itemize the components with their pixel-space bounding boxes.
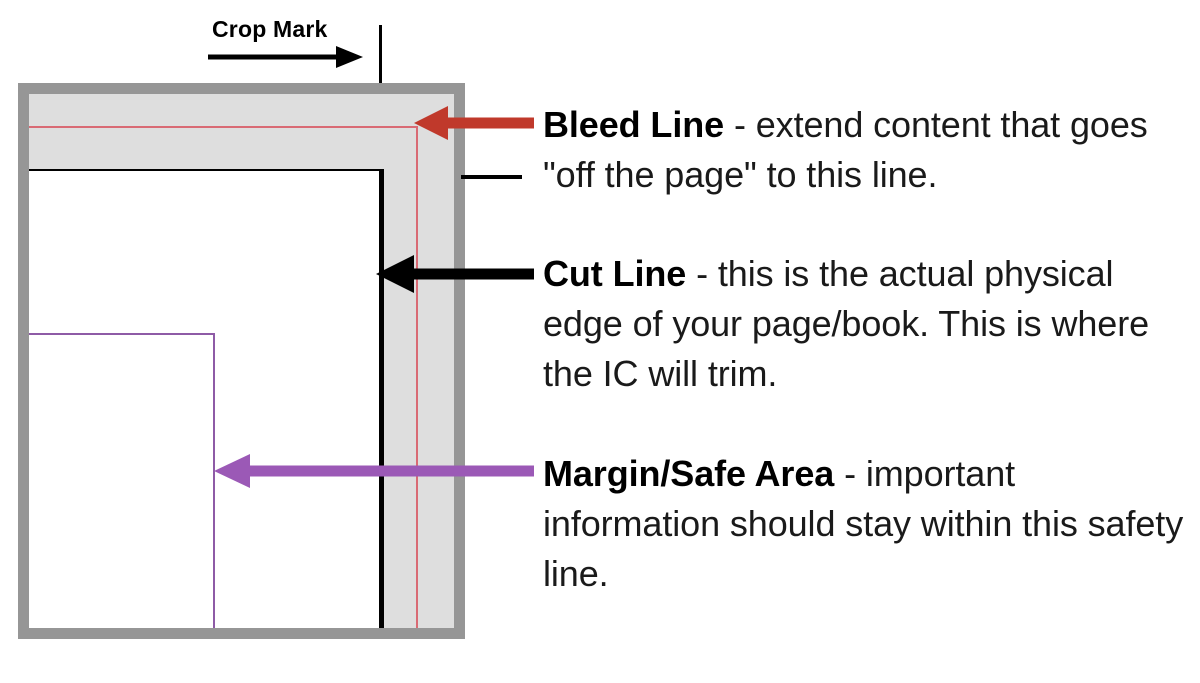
- bleed-line-leader-rule: [461, 175, 522, 179]
- callout-cut-separator: -: [686, 253, 718, 294]
- callout-bleed-line: Bleed Line - extend content that goes "o…: [543, 100, 1191, 200]
- callout-cut-line: Cut Line - this is the actual physical e…: [543, 249, 1191, 399]
- callout-margin-body: important information should stay within…: [543, 453, 1184, 594]
- margin-line-horizontal: [29, 333, 215, 335]
- cut-line-arrow-icon: [376, 255, 534, 293]
- callout-bleed-term: Bleed Line: [543, 104, 725, 145]
- callout-cut-term: Cut Line: [543, 253, 687, 294]
- callout-bleed-separator: -: [724, 104, 756, 145]
- callout-margin-safe-area: Margin/Safe Area - important information…: [543, 449, 1191, 599]
- callout-text-column: Bleed Line - extend content that goes "o…: [543, 0, 1193, 683]
- bleed-line-vertical: [416, 126, 418, 628]
- bleed-line-horizontal: [29, 126, 418, 128]
- callout-cut-body: this is the actual physical edge of your…: [543, 253, 1150, 394]
- crop-mark-label: Crop Mark: [212, 16, 328, 42]
- callout-margin-separator: -: [834, 453, 866, 494]
- margin-line-arrow-icon: [214, 454, 534, 488]
- crop-mark-tick: [379, 25, 382, 83]
- cut-line-horizontal: [29, 169, 383, 171]
- page-diagram: [18, 83, 465, 639]
- margin-line-vertical: [213, 333, 215, 628]
- callout-bleed-body: extend content that goes "off the page" …: [543, 104, 1148, 195]
- crop-mark-arrow-icon: [208, 46, 363, 68]
- cut-line-vertical: [379, 169, 384, 628]
- bleed-line-arrow-icon: [414, 106, 534, 140]
- callout-margin-term: Margin/Safe Area: [543, 453, 835, 494]
